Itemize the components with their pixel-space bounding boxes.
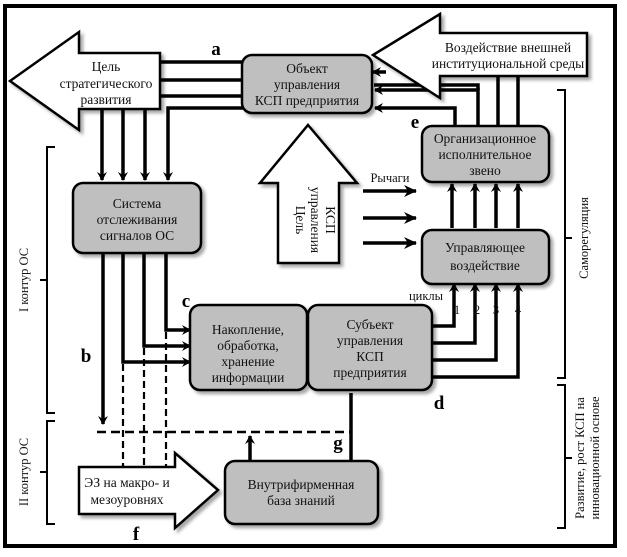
- connector-external-to-object: [372, 67, 520, 125]
- arrow-strategic-goal: Цель стратегического развития: [7, 29, 162, 133]
- brace-self-regulation: Саморегуляция: [557, 89, 591, 379]
- org-unit-line3: звено: [469, 163, 501, 178]
- connector-cycles: [432, 283, 523, 379]
- external-env-line2: институциональной среды: [432, 56, 585, 71]
- dashed-feedback-lines: [97, 332, 352, 466]
- accumulation-line1: Накопление,: [212, 322, 284, 337]
- box-control-action: Управляющее воздействие: [420, 228, 551, 286]
- brace-loop-2: II контур ОС: [17, 420, 55, 525]
- strategic-goal-line2: стратегического: [60, 76, 153, 91]
- cycles-label: циклы: [409, 289, 444, 303]
- self-regulation-label: Саморегуляция: [577, 197, 591, 279]
- strategic-goal-line1: Цель: [92, 59, 121, 74]
- org-unit-line2: исполнительное: [438, 147, 531, 162]
- label-f: f: [133, 524, 140, 545]
- label-c: c: [182, 291, 190, 312]
- label-e: e: [411, 112, 419, 133]
- label-g: g: [333, 433, 343, 454]
- levers-arrows: [363, 185, 417, 249]
- box-control-object: Объект управления КСП предприятия: [240, 53, 374, 115]
- org-unit-line1: Организационное: [434, 131, 536, 146]
- brace-loop-1: I контур ОС: [17, 146, 55, 414]
- connector-control-to-org: [447, 183, 523, 228]
- box-knowledge-base: Внутрифирменная база знаний: [223, 459, 380, 526]
- box-monitoring-system: Система отслеживания сигналов ОС: [71, 181, 203, 255]
- development-label-line2: инновационной основе: [588, 396, 602, 520]
- accumulation-line2: обработка,: [217, 338, 278, 353]
- box-information-accumulation: Накопление, обработка, хранение информац…: [188, 303, 309, 392]
- control-goal-line2: управления: [308, 187, 323, 253]
- control-action-line2: воздействие: [450, 258, 520, 273]
- brace-development: Развитие, рост КСП на инновационной осно…: [557, 384, 602, 529]
- arrow-control-goal: Цель управления КСП: [257, 123, 360, 265]
- cycle-number-3: 3: [493, 303, 499, 317]
- subject-line4: предприятия: [333, 365, 406, 380]
- object-line2: управления: [274, 77, 340, 92]
- cycle-number-2: 2: [474, 303, 480, 317]
- knowledge-base-line1: Внутрифирменная: [248, 477, 355, 492]
- development-label-line1: Развитие, рост КСП на: [573, 397, 587, 519]
- monitoring-line3: сигналов ОС: [100, 228, 174, 243]
- macro-meso-line1: ЭЗ на макро- и: [84, 475, 169, 490]
- control-action-line1: Управляющее: [445, 240, 525, 255]
- accumulation-line3: хранение: [221, 354, 274, 369]
- control-goal-line1: Цель: [293, 206, 308, 235]
- loop1-label: I контур ОС: [17, 248, 31, 312]
- monitoring-line2: отслеживания: [97, 212, 178, 227]
- subject-line3: КСП: [356, 349, 384, 364]
- monitoring-line1: Система: [113, 196, 162, 211]
- connector-knowledge-base: [245, 393, 353, 460]
- arrow-macro-meso: ЭЗ на макро- и мезоуровнях: [77, 450, 220, 531]
- label-b: b: [81, 346, 92, 367]
- accumulation-line4: информации: [212, 370, 285, 385]
- box-control-subject: Субъект управления КСП предприятия: [306, 303, 434, 392]
- knowledge-base-line2: база знаний: [267, 493, 335, 508]
- box-organizational-unit: Организационное исполнительное звено: [420, 124, 551, 184]
- label-a: a: [211, 39, 221, 60]
- loop2-label: II контур ОС: [17, 438, 31, 506]
- strategic-goal-line3: развития: [80, 92, 131, 107]
- levers-label: Рычаги: [370, 171, 409, 185]
- control-goal-line3: КСП: [323, 206, 338, 234]
- object-line1: Объект: [286, 61, 328, 76]
- object-line3: КСП предприятия: [255, 93, 359, 108]
- label-d: d: [434, 393, 445, 414]
- subject-line2: управления: [337, 333, 403, 348]
- subject-line1: Субъект: [346, 317, 393, 332]
- macro-meso-line2: мезоуровнях: [91, 492, 164, 507]
- connector-monitoring-out: [98, 254, 191, 425]
- cycle-number-4: 4: [515, 303, 522, 317]
- external-env-line1: Воздействие внешней: [445, 40, 571, 55]
- connector-a: [97, 60, 245, 181]
- cycle-number-1: 1: [454, 303, 460, 317]
- arrow-external-environment: Воздействие внешней институциональной ср…: [370, 11, 589, 101]
